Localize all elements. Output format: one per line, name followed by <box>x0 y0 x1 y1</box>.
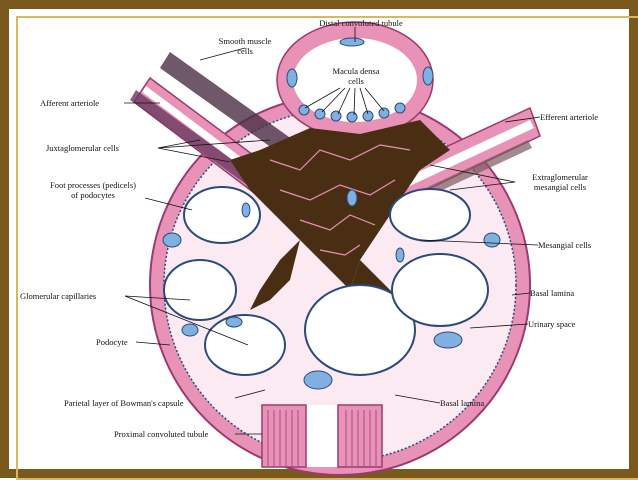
label-extraglomerular-mesangial-cells: Extraglomerular mesangial cells <box>532 172 588 192</box>
capillary-loop <box>163 259 237 321</box>
capillary-loop <box>391 253 489 327</box>
label-efferent-arteriole: Efferent arteriole <box>540 112 599 122</box>
leader-lines <box>124 27 541 435</box>
glomerular-capillaries <box>163 186 489 376</box>
label-basal-lamina-lower: Basal lamina <box>440 398 485 408</box>
label-podocyte: Podocyte <box>96 337 128 347</box>
label-juxtaglomerular-cells: Juxtaglomerular cells <box>46 143 119 153</box>
efferent-lumen <box>380 120 534 198</box>
nucleus <box>286 68 298 88</box>
distal-lumen <box>293 38 417 122</box>
label-foot-processes: Foot processes (pedicels) of podocytes <box>50 180 136 200</box>
proximal-tubule <box>261 404 383 468</box>
macula-densa-nucleus <box>330 110 342 122</box>
capillary-loop <box>304 284 416 376</box>
label-macula-densa-cells: Macula densa cells <box>332 66 380 86</box>
label-afferent-arteriole: Afferent arteriole <box>40 98 100 108</box>
smooth-muscle-band-upper <box>160 52 310 168</box>
macula-densa-nucleus <box>394 102 406 114</box>
nucleus <box>422 66 434 86</box>
mesangial-mass <box>230 120 450 290</box>
label-distal-convoluted-tubule: Distal convoluted tubule <box>319 18 403 28</box>
label-urinary-space: Urinary space <box>528 319 576 329</box>
mesangial-branch-left <box>250 240 300 310</box>
capillary-loop <box>389 188 471 242</box>
macula-densa-nucleus <box>346 111 358 123</box>
label-glomerular-capillaries: Glomerular capillaries <box>20 291 97 301</box>
podocyte-nuclei <box>162 189 501 390</box>
nucleus <box>339 37 365 47</box>
label-proximal-convoluted-tubule: Proximal convoluted tubule <box>114 429 209 439</box>
macula-densa-nucleus <box>362 110 374 122</box>
label-basal-lamina-upper: Basal lamina <box>530 288 575 298</box>
label-parietal-layer: Parietal layer of Bowman's capsule <box>64 398 184 408</box>
tubule-wall-left <box>261 404 307 468</box>
capillary-loop <box>204 314 286 376</box>
label-mesangial-cells: Mesangial cells <box>538 240 592 250</box>
tubule-wall-right <box>337 404 383 468</box>
macula-densa-nucleus <box>378 107 390 119</box>
capillary-loop <box>183 186 261 244</box>
label-smooth-muscle-cells: Smooth muscle cells <box>218 36 272 56</box>
